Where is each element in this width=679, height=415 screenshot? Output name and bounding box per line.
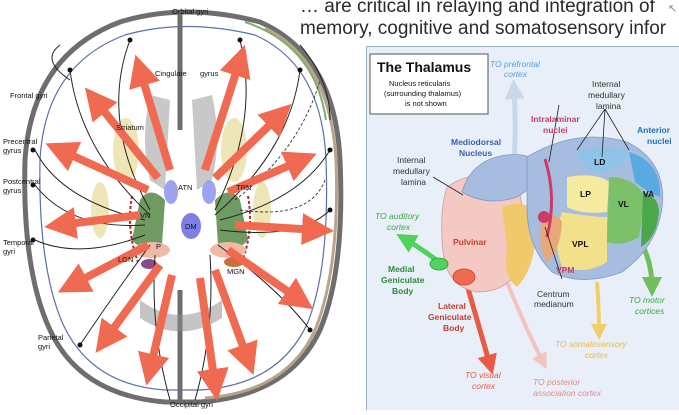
internal-lamina-right-1: Internal — [592, 79, 620, 89]
intralaminar-2: nuclei — [543, 125, 568, 135]
label-vl: VL — [618, 199, 629, 209]
note-line-2: (surrounding thalamus) — [384, 89, 462, 98]
label-vpm: VPM — [556, 265, 574, 275]
to-somatosensory-2: cortex — [585, 350, 609, 360]
anterior-1: Anterior — [637, 125, 671, 135]
internal-lamina-right-3: lamina — [596, 101, 621, 111]
medial-geniculate-3: Body — [392, 286, 414, 296]
thalamus-diagram: The Thalamus Nucleus reticularis (surrou… — [367, 47, 679, 410]
arrow-to-somatosensory — [597, 282, 599, 332]
centrum-1: Centrum — [537, 289, 570, 299]
to-motor-1: TO motor — [629, 295, 666, 305]
label-ld: LD — [594, 157, 605, 167]
internal-lamina-left-1: Internal — [397, 155, 425, 165]
label-frontal-gyri: Frontal gyri — [10, 91, 48, 100]
centrum-2: medianum — [534, 299, 574, 309]
internal-lamina-right-2: medullary — [588, 90, 626, 100]
label-parietal-1: Parietal — [38, 333, 64, 342]
to-prefrontal-2: cortex — [504, 69, 528, 79]
medial-geniculate-1: Medial — [388, 264, 414, 274]
label-precentral-2: gyrus — [3, 146, 22, 155]
to-visual-2: cortex — [472, 381, 496, 391]
to-posterior-1: TO posterior — [533, 377, 581, 387]
label-vn: VN — [140, 211, 150, 220]
atn-right — [202, 180, 216, 204]
to-motor-2: cortices — [635, 306, 665, 316]
label-lgn: LGN — [118, 255, 133, 264]
label-striatum: Striatum — [116, 123, 144, 132]
anterior-2: nuclei — [647, 136, 672, 146]
lateral-geniculate-2: Geniculate — [428, 312, 472, 322]
label-gyrus: gyrus — [200, 69, 219, 78]
label-orbital-gyri: Orbital gyri — [172, 7, 209, 16]
thalamus-panel: The Thalamus Nucleus reticularis (surrou… — [366, 46, 679, 410]
label-atn: ATN — [178, 183, 192, 192]
label-p: P — [156, 242, 161, 251]
to-visual-1: TO visual — [465, 370, 502, 380]
brain-axial-diagram: Orbital gyri Cingulate gyrus Frontal gyr… — [0, 0, 362, 409]
thalamus-title: The Thalamus — [377, 59, 471, 75]
note-line-1: Nucleus reticularis — [389, 79, 451, 88]
label-temporal-2: gyri — [3, 247, 15, 256]
mouse-cursor-icon: ↖ — [668, 2, 677, 15]
mediodorsal-2: Nucleus — [459, 148, 492, 158]
centrum-medianum — [538, 211, 550, 223]
medial-geniculate-body — [430, 258, 448, 270]
label-precentral-1: Precentral — [3, 137, 38, 146]
internal-lamina-left-2: medullary — [393, 166, 431, 176]
label-mgn: MGN — [227, 267, 245, 276]
label-dm: DM — [185, 222, 197, 231]
label-occipital-gyri: Occipital gyri — [170, 400, 213, 409]
internal-lamina-left-3: lamina — [401, 177, 426, 187]
label-cingulate: Cingulate — [155, 69, 187, 78]
to-posterior-2: association cortex — [533, 388, 602, 398]
label-va: VA — [643, 189, 654, 199]
label-trn: TRN — [236, 183, 251, 192]
putamen-left — [91, 182, 109, 238]
arrow-to-auditory — [405, 239, 439, 262]
lateral-geniculate-3: Body — [443, 323, 465, 333]
atn-left — [164, 180, 178, 204]
label-temporal-1: Temporal — [3, 238, 34, 247]
lateral-geniculate-1: Lateral — [438, 301, 466, 311]
intralaminar-1: Intralaminar — [531, 114, 580, 124]
medial-geniculate-2: Geniculate — [381, 275, 425, 285]
to-auditory-2: cortex — [387, 222, 411, 232]
to-auditory-1: TO auditory — [375, 211, 420, 221]
label-vpl: VPL — [572, 239, 589, 249]
label-postcentral-2: gyrus — [3, 186, 22, 195]
lateral-geniculate-body — [453, 269, 475, 285]
arrow-to-visual — [467, 285, 490, 365]
note-line-3: is not shown — [405, 99, 447, 108]
label-pulvinar: Pulvinar — [453, 237, 487, 247]
mediodorsal-1: Mediodorsal — [451, 137, 501, 147]
to-prefrontal-1: TO prefrontal — [490, 59, 541, 69]
label-postcentral-1: Postcentral — [3, 177, 41, 186]
label-lp: LP — [580, 189, 591, 199]
label-parietal-2: gyri — [38, 342, 50, 351]
to-somatosensory-1: TO somatosensory — [555, 339, 627, 349]
